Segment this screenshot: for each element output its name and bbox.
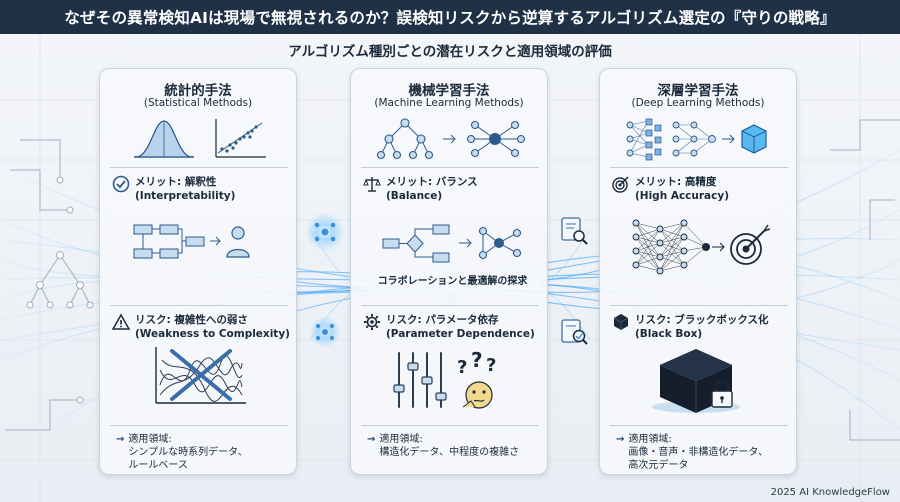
page-title: なぜその異常検知AIは現場で無視されるのか？誤検知リスクから逆算するアルゴリズム… [0,0,900,34]
card-deep-learning: 深層学習手法 (Deep Learning Methods) [599,68,797,475]
divider [361,305,539,306]
decision-tree-network-illustration [376,118,526,160]
arrow-right-icon: → [367,434,376,445]
balance-scale-icon [363,177,381,192]
apply-label: 適用領域: [379,434,423,445]
merit-english: (High Accuracy) [635,190,730,202]
divider [110,167,288,168]
risk-label: リスク: 複雑性への弱さ [135,314,248,326]
risk-english: (Weakness to Complexity) [135,328,290,340]
target-icon [612,176,629,193]
apply-text: 高次元データ [628,460,689,471]
apply-text: 画像・音声・非構造化データ、 [628,447,769,458]
merit-english: (Balance) [386,190,443,202]
merit-english: (Interpretability) [135,190,236,202]
risk-english: (Black Box) [635,328,703,340]
card-machine-learning: 機械学習手法 (Machine Learning Methods) メリット: … [350,68,548,475]
apply-label: 適用領域: [128,434,172,445]
arrow-right-icon: → [616,434,625,445]
deep-network-cube-illustration [626,118,767,161]
magnify-document-icon [561,217,588,245]
check-circle-icon [112,175,130,193]
apply-section: → 適用領域: シンプルな時系列データ、 ルールベース [116,433,248,472]
risk-section: リスク: ブラックボックス化 (Black Box) [612,313,769,341]
footer-credit: 2025 AI KnowledgeFlow [770,487,890,498]
merit-label: メリット: 解釈性 [135,176,217,188]
merit-section: メリット: 解釈性 (Interpretability) [112,175,235,203]
page-subtitle: アルゴリズム種別ごとの潜在リスクと適用領域の評価 [288,44,612,60]
card-subtitle: (Machine Learning Methods) [374,97,524,109]
divider [361,425,539,426]
divider [610,305,788,306]
flowchart-network-illustration [382,224,522,263]
black-box-lock-illustration [652,349,740,413]
card-title: 統計的手法 [164,83,232,99]
divider [610,425,788,426]
divider [110,425,288,426]
svg-text:?: ? [486,355,496,376]
merit-label: メリット: バランス [386,176,478,188]
apply-section: → 適用領域: 構造化データ、中程度の複雑さ [367,433,519,459]
arrow-right-icon: → [116,434,125,445]
card-statistical: 統計的手法 (Statistical Methods) メリット: 解釈性 (I… [99,68,297,475]
risk-label: リスク: パラメータ依存 [386,314,499,326]
center-collaboration-label: コラボレーションと最適解の探求 [365,274,540,290]
merit-section: メリット: バランス (Balance) [363,175,478,203]
apply-text: ルールベース [128,460,188,471]
merit-label: メリット: 高精度 [635,176,717,188]
divider [361,167,539,168]
apply-text: シンプルな時系列データ、 [128,447,248,458]
apply-section: → 適用領域: 画像・音声・非構造化データ、 高次元データ [616,433,768,472]
divider [610,167,788,168]
gear-icon [364,314,380,330]
card-title: 深層学習手法 [657,83,739,99]
svg-text:?: ? [471,348,483,372]
sliders-confused-face-illustration: ? ? ? [393,348,496,409]
merit-section: メリット: 高精度 (High Accuracy) [612,175,729,203]
check-document-icon [561,319,588,345]
card-subtitle: (Deep Learning Methods) [631,97,765,109]
card-title: 機械学習手法 [408,83,490,99]
risk-label: リスク: ブラックボックス化 [635,314,769,326]
divider [110,305,288,306]
risk-english: (Parameter Dependence) [386,328,535,340]
bell-curve-and-scatter-illustration [134,119,266,158]
risk-section: リスク: パラメータ依存 (Parameter Dependence) [363,313,535,341]
flowchart-person-illustration [133,224,250,259]
risk-section: リスク: 複雑性への弱さ (Weakness to Complexity) [112,313,290,341]
card-subtitle: (Statistical Methods) [143,97,253,109]
dense-network-target-illustration [632,219,771,275]
apply-label: 適用領域: [628,434,672,445]
tangled-chart-x-illustration [155,347,246,404]
warning-triangle-icon [112,313,130,330]
svg-text:?: ? [457,357,467,378]
apply-text: 構造化データ、中程度の複雑さ [379,447,520,458]
black-cube-icon [613,314,629,330]
